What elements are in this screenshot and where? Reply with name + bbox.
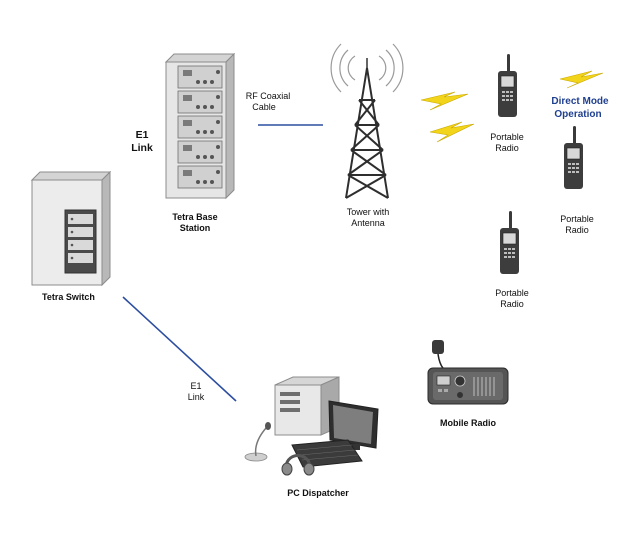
tower-label-line1: Tower with <box>346 207 390 217</box>
portable-radio-icon <box>498 54 517 117</box>
rf-coaxial-cable-label-line2: Cable <box>252 102 276 112</box>
portable-radio-1-label-line1: Portable <box>490 132 524 142</box>
portable-radio-3-label-line1: Portable <box>495 288 529 298</box>
mobile-radio-label: Mobile Radio <box>440 418 496 428</box>
pc-dispatcher-icon <box>244 376 379 476</box>
rf-coaxial-cable-label-line1: RF Coaxial <box>245 91 291 101</box>
tetra-base-station-icon <box>164 52 236 200</box>
portable-radio-icon <box>564 126 583 189</box>
mobile-radio-icon <box>427 340 509 405</box>
direct-mode-label-line2: Operation <box>554 109 602 120</box>
e1-link-bottom-label-line2: Link <box>187 392 205 402</box>
lightning-icon <box>429 121 475 143</box>
tower-antenna-icon <box>330 43 404 199</box>
portable-radio-3-label-line2: Radio <box>500 299 524 309</box>
e1-link-top-label-line2: Link <box>131 142 153 154</box>
lightning-icon <box>420 91 469 111</box>
portable-radio-icon <box>500 211 519 274</box>
e1-link-top-label-line1: E1 <box>135 129 149 141</box>
tetra-base-station-label-line2: Station <box>179 223 211 233</box>
tower-label-line2: Antenna <box>351 218 385 228</box>
portable-radio-2-label-line2: Radio <box>565 225 589 235</box>
portable-radio-2-label-line1: Portable <box>560 214 594 224</box>
pc-dispatcher-label: PC Dispatcher <box>287 488 349 498</box>
tetra-switch-icon <box>30 170 112 287</box>
signal-lightning-icons <box>420 70 604 143</box>
portable-radio-1-label-line2: Radio <box>495 143 519 153</box>
direct-mode-label-line1: Direct Mode <box>551 96 609 107</box>
e1-link-bottom-label-line1: E1 <box>190 381 202 391</box>
tetra-base-station-label-line1: Tetra Base <box>172 212 218 222</box>
tetra-switch-label: Tetra Switch <box>42 292 95 302</box>
e1-link-dispatcher-line <box>122 296 237 402</box>
lightning-icon <box>559 70 604 89</box>
